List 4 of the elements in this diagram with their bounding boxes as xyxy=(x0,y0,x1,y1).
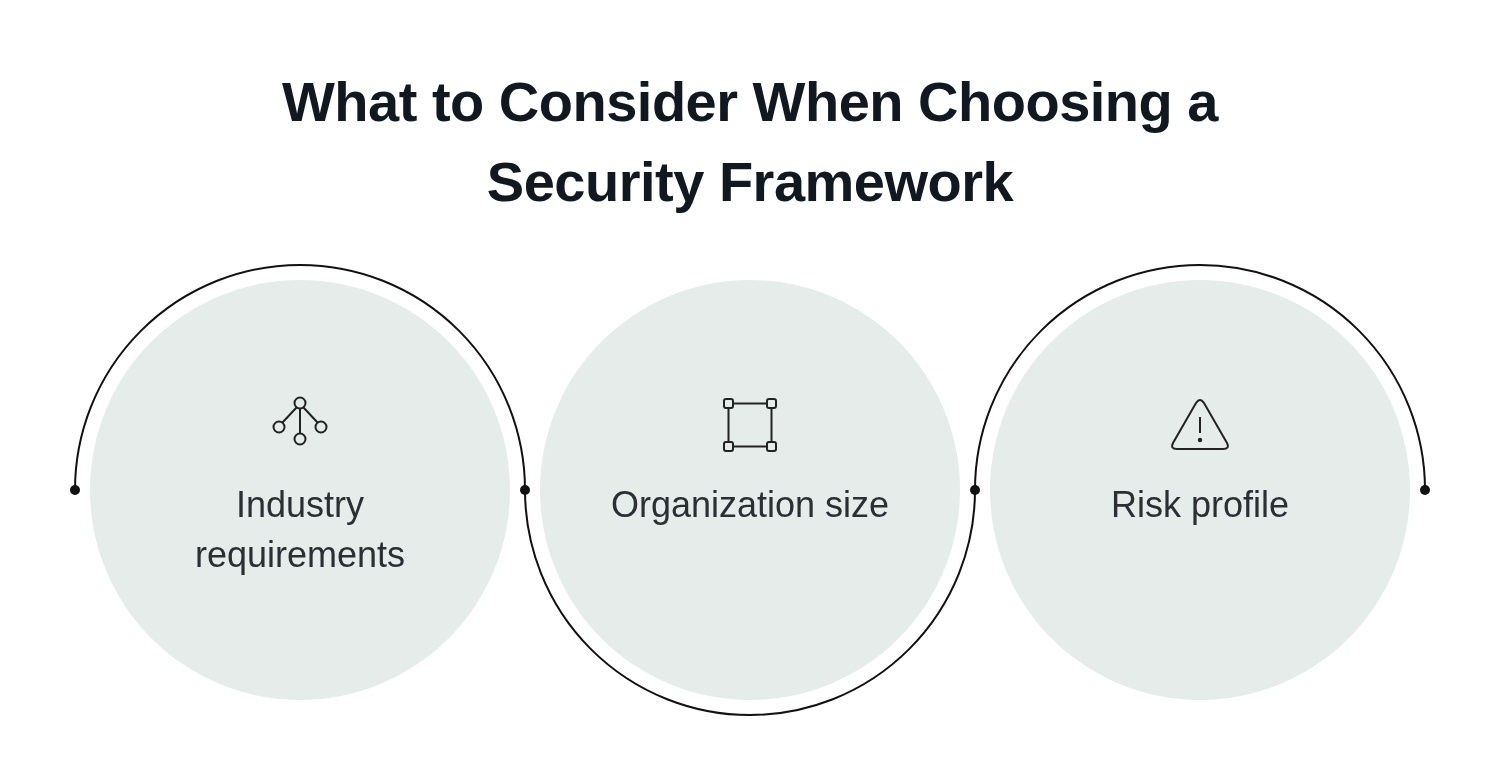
topic-label: Organization size xyxy=(609,483,891,527)
topic-label: Industry requirements xyxy=(193,483,407,577)
title: What to Consider When Choosing a Security Framework xyxy=(281,69,1220,215)
topic-label: Risk profile xyxy=(1109,483,1291,527)
